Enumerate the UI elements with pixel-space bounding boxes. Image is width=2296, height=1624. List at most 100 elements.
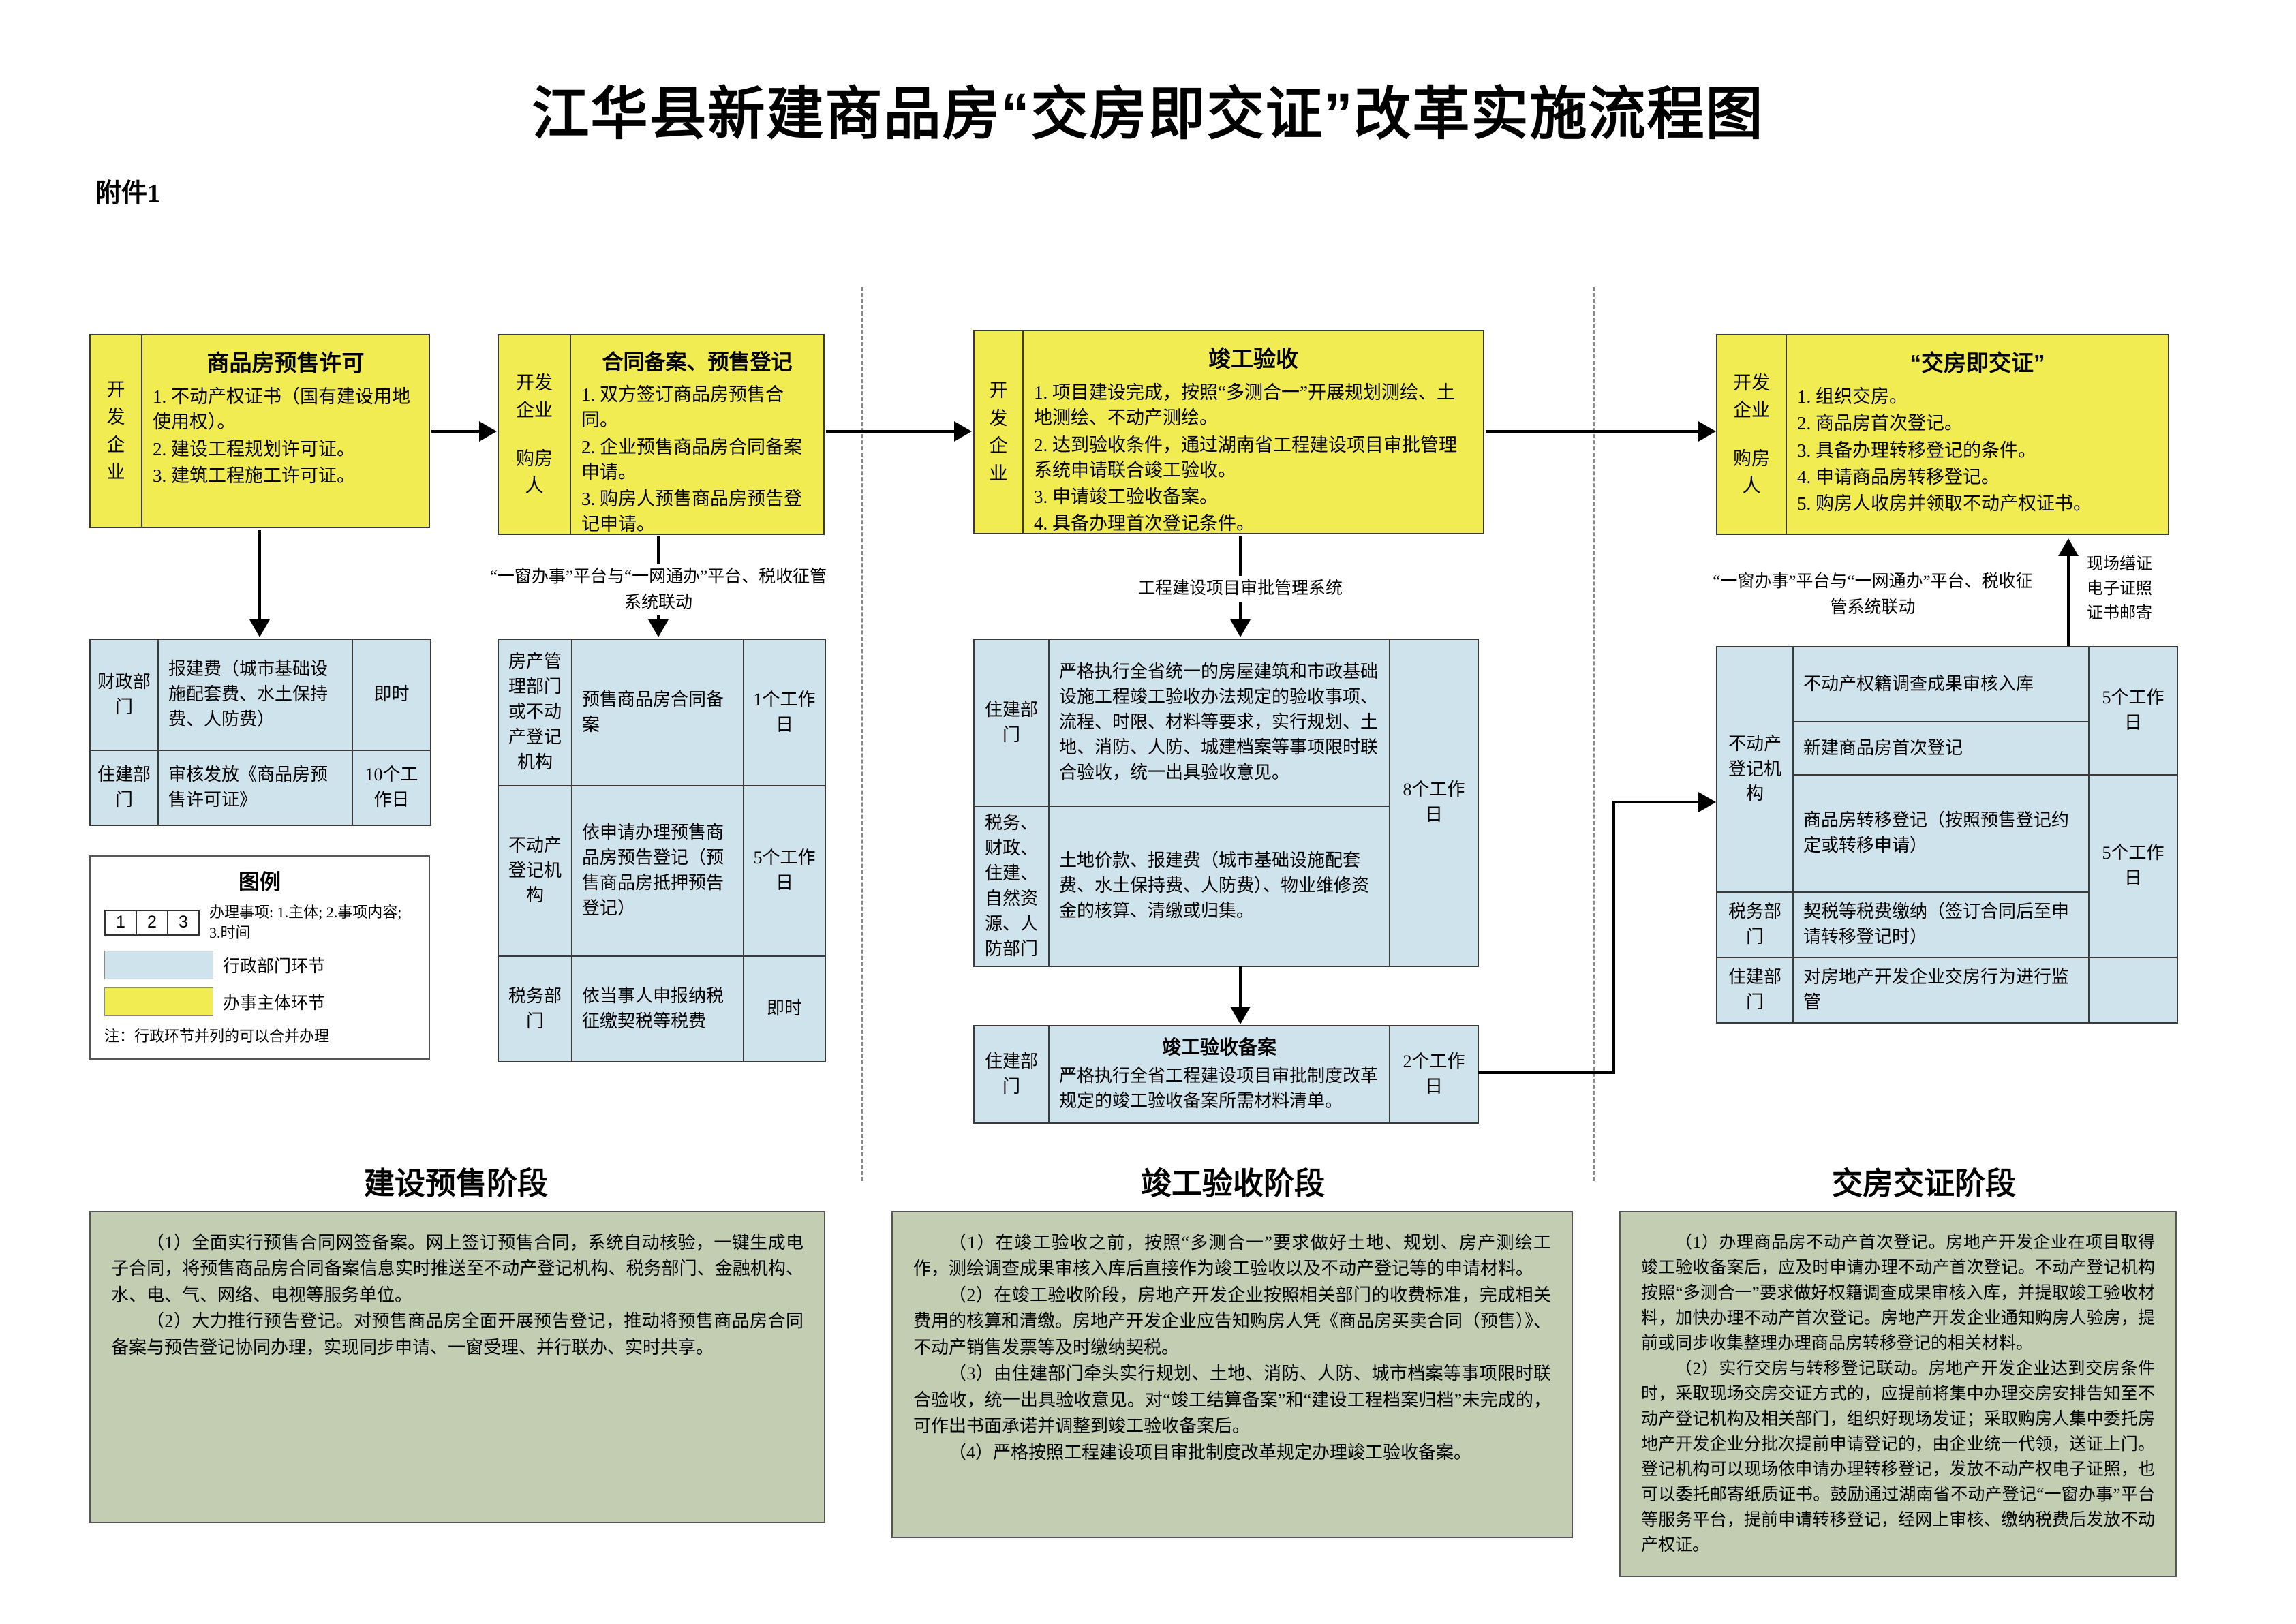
item-cell: 竣工验收备案 严格执行全省工程建设项目审批制度改革规定的竣工验收备案所需材料清单… — [1048, 1025, 1390, 1124]
arrow-contract-to-acceptance-line — [826, 430, 955, 433]
box-item: 2. 达到验收条件，通过湖南省工程建设项目审批管理系统申请联合竣工验收。 — [1034, 434, 1457, 480]
certificate-note-line: 现场缮证 — [2087, 555, 2152, 573]
arrow-acceptance-to-table-head — [1230, 619, 1251, 637]
legend-title: 图例 — [239, 870, 281, 894]
time-cell: 2个工作日 — [1389, 1025, 1479, 1124]
arrow-presale-to-contract-line — [431, 430, 480, 433]
box-item: 4. 具备办理首次登记条件。 — [1034, 513, 1255, 534]
note-paragraph: （3）由住建部门牵头实行规划、土地、消防、人防、城市档案等事项限时联合验收，统一… — [913, 1364, 1551, 1437]
presale-permit-box: 开发企业 商品房预售许可 1. 不动产权证书（国有建设用地使用权）。 2. 建设… — [89, 334, 430, 528]
arrow-acceptance-to-delivery-head — [1698, 421, 1716, 442]
item-cell: 新建商品房首次登记 — [1792, 721, 2090, 776]
dept-cell: 财政部门 — [89, 639, 159, 751]
note-paragraph: （1）办理商品房不动产首次登记。房地产开发企业在项目取得竣工验收备案后，应及时申… — [1641, 1234, 2155, 1353]
table-row: 新建商品房首次登记 — [1717, 721, 2177, 776]
box-item: 1. 项目建设完成，按照“多测合一”开展规划测绘、土地测绘、不动产测绘。 — [1034, 382, 1455, 429]
stage1-notes-box: （1）全面实行预售合同网签备案。网上签订预售合同，系统自动核验，一键生成电子合同… — [89, 1211, 825, 1523]
stage3-label: 交房交证阶段 — [1831, 1166, 2016, 1201]
time-cell: 即时 — [352, 639, 431, 751]
legend-number-cell: 3 — [167, 909, 200, 936]
stage3-notes-box: （1）办理商品房不动产首次登记。房地产开发企业在项目取得竣工验收备案后，应及时申… — [1619, 1211, 2177, 1577]
time-cell: 10个工作日 — [352, 750, 431, 826]
certificate-note-line: 电子证照 — [2087, 580, 2152, 598]
box-item: 2. 商品房首次登记。 — [1797, 413, 1963, 434]
presale-permit-title: 商品房预售许可 — [206, 350, 365, 376]
attachment-label: 附件1 — [95, 179, 161, 208]
contract-filing-title: 合同备案、预售登记 — [602, 350, 793, 374]
arrow-contract-to-acceptance-head — [954, 421, 972, 442]
table-row: 财政部门 报建费（城市基础设施配套费、水土保持费、人防费） 即时 — [89, 639, 431, 751]
legend-box: 图例 1 2 3 办理事项: 1.主体; 2.事项内容; 3.时间 行政部门环节… — [89, 855, 430, 1060]
item-cell: 不动产权籍调查成果审核入库 — [1792, 646, 2090, 722]
dept-cell: 税务部门 — [1716, 891, 1794, 958]
legend-subject-label: 办事主体环节 — [223, 994, 326, 1013]
item-cell: 审核发放《商品房预售许可证》 — [157, 750, 353, 826]
filing-title: 竣工验收备案 — [1161, 1037, 1276, 1058]
arrow-presale-to-permit-table-line — [258, 530, 261, 619]
arrow-contract-to-filing-table-head — [648, 619, 669, 637]
stage2-notes-box: （1）在竣工验收之前，按照“多测合一”要求做好土地、规划、房产测绘工作，测绘调查… — [891, 1211, 1573, 1538]
dept-cell: 住建部门 — [973, 639, 1050, 807]
legend-number-cells: 1 2 3 — [104, 909, 200, 936]
actor-label: 开发企业 — [1733, 372, 1770, 421]
dept-cell: 税务部门 — [498, 955, 572, 1062]
elbow-connector-vertical — [1612, 801, 1615, 1074]
legend-number-cell: 2 — [136, 909, 168, 936]
item-cell: 商品房转移登记（按照预售登记约定或转移申请） — [1792, 774, 2090, 893]
item-cell: 契税等税费缴纳（签订合同后至申请转移登记时） — [1792, 891, 2090, 958]
table-row: 税务部门 契税等税费缴纳（签订合同后至申请转移登记时） — [1716, 891, 2177, 958]
dept-cell: 住建部门 — [89, 750, 159, 826]
box-item: 4. 申请商品房转移登记。 — [1797, 466, 2000, 487]
permit-review-table: 财政部门 报建费（城市基础设施配套费、水土保持费、人防费） 即时 住建部门 审核… — [89, 639, 431, 826]
table-row: 住建部门 严格执行全省统一的房屋建筑和市政基础设施工程竣工验收办法规定的验收事项… — [973, 638, 1479, 968]
box-item: 3. 购房人预售商品房预告登记申请。 — [581, 489, 802, 535]
legend-number-cell: 1 — [104, 909, 137, 936]
dept-cell: 不动产登记机构 — [1716, 646, 1794, 893]
actor-label: 开发企业 — [989, 380, 1008, 484]
elbow-connector-top — [1612, 801, 1698, 803]
completion-acceptance-title: 竣工验收 — [1208, 346, 1298, 371]
contract-filing-table: 房产管理部门或不动产登记机构 预售商品房合同备案 1个工作日 不动产登记机构 依… — [498, 639, 826, 1062]
arrow-table-to-filing-line — [1239, 966, 1242, 1007]
note-paragraph: （1）全面实行预售合同网签备案。网上签订预售合同，系统自动核验，一键生成电子合同… — [111, 1233, 803, 1305]
delivery-certificate-title: “交房即交证” — [1910, 350, 2045, 376]
box-item: 3. 建筑工程施工许可证。 — [153, 465, 355, 486]
table-row: 住建部门 竣工验收备案 严格执行全省工程建设项目审批制度改革规定的竣工验收备案所… — [973, 1025, 1479, 1124]
arrow-certificate-up-line — [2067, 556, 2070, 646]
filing-item: 严格执行全省工程建设项目审批制度改革规定的竣工验收备案所需材料清单。 — [1059, 1066, 1379, 1112]
stage3-linkage-note: “一窗办事”平台与“一网通办”平台、税收征管系统联动 — [1709, 569, 2036, 620]
completion-acceptance-actor: 开发企业 — [975, 331, 1024, 533]
presale-permit-actor: 开发企业 — [91, 335, 142, 527]
dept-cell: 住建部门 — [973, 1025, 1050, 1124]
item-cell: 对房地产开发企业交房行为进行监管 — [1792, 956, 2090, 1024]
dept-cell: 住建部门 — [1716, 956, 1794, 1024]
arrow-table-to-filing-head — [1230, 1007, 1251, 1024]
box-item: 1. 双方签订商品房预售合同。 — [581, 384, 784, 431]
note-paragraph: （2）实行交房与转移登记联动。房地产开发企业达到交房条件时，采取现场交房交证方式… — [1641, 1360, 2155, 1554]
note-paragraph: （1）在竣工验收之前，按照“多测合一”要求做好土地、规划、房产测绘工作，测绘调查… — [913, 1233, 1551, 1279]
table-row: 不动产登记机构 依申请办理预售商品房预告登记（预售商品房抵押预告登记） 5个工作… — [498, 785, 826, 957]
actor-label: 购房人 — [516, 448, 553, 497]
joint-acceptance-table: 住建部门 严格执行全省统一的房屋建筑和市政基础设施工程竣工验收办法规定的验收事项… — [973, 638, 1479, 968]
table-row: 税务部门 依当事人申报纳税征缴契税等税费 即时 — [498, 955, 826, 1062]
item-cell: 依申请办理预售商品房预告登记（预售商品房抵押预告登记） — [571, 785, 744, 957]
table-row: 商品房转移登记（按照预售登记约定或转移申请） 5个工作日 — [1717, 774, 2178, 958]
note-paragraph: （4）严格按照工程建设项目审批制度改革规定办理竣工验收备案。 — [949, 1442, 1472, 1462]
legend-admin-swatch — [104, 951, 213, 980]
time-cell: 5个工作日 — [743, 785, 826, 957]
legend-caption: 办理事项: 1.主体; 2.事项内容; 3.时间 — [209, 904, 402, 941]
actor-label: 开发企业 — [106, 379, 125, 483]
page-title: 江华县新建商品房“交房即交证”改革实施流程图 — [532, 82, 1764, 146]
time-cell: 5个工作日 — [2088, 646, 2178, 776]
table-row: 住建部门 审核发放《商品房预售许可证》 10个工作日 — [89, 750, 431, 826]
time-cell — [2088, 956, 2178, 1024]
time-cell: 5个工作日 — [2088, 774, 2178, 958]
table-row: 房产管理部门或不动产登记机构 预售商品房合同备案 1个工作日 — [498, 639, 826, 786]
box-item: 1. 组织交房。 — [1797, 386, 1908, 407]
completion-acceptance-box: 开发企业 竣工验收 1. 项目建设完成，按照“多测合一”开展规划测绘、土地测绘、… — [973, 330, 1484, 534]
time-cell: 8个工作日 — [1389, 638, 1479, 968]
legend-subject-swatch — [104, 987, 213, 1017]
actor-label: 开发企业 — [516, 372, 553, 421]
note-paragraph: （2）大力推行预告登记。对预售商品房全面开展预告登记，推动将预售商品房合同备案与… — [111, 1311, 803, 1358]
